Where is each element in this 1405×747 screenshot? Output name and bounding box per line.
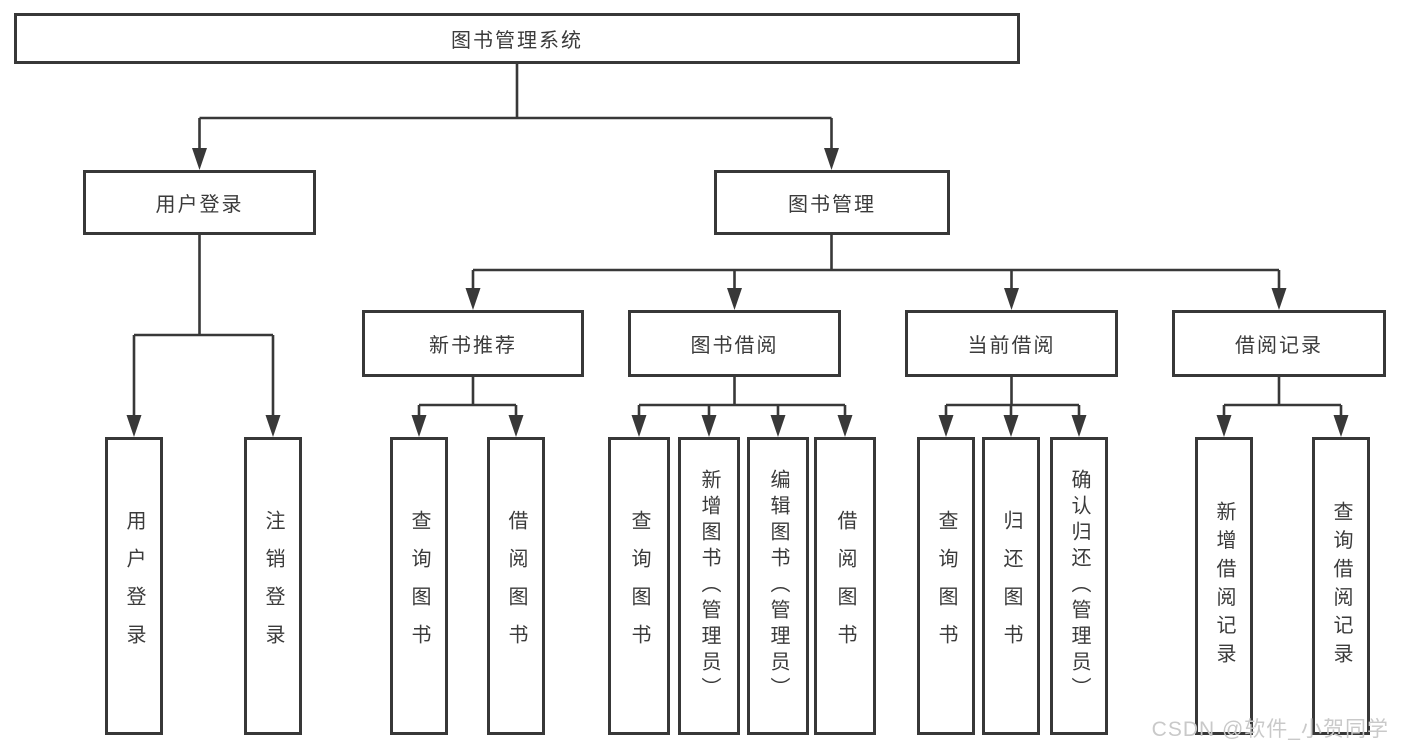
node-root-label: 图书管理系统	[451, 30, 583, 52]
leaf-bb-add-books-admin: 新增图书（管理员）	[678, 437, 740, 735]
leaf-user-login: 用户登录	[105, 437, 163, 735]
leaf-br-query-record-label: 查询借阅记录	[1330, 500, 1352, 672]
leaf-bb-borrow-books-label: 借阅图书	[834, 510, 856, 662]
leaf-cb-confirm-return-admin: 确认归还（管理员）	[1050, 437, 1108, 735]
leaf-cb-return-books-label: 归还图书	[1000, 510, 1022, 662]
node-new-book-recommendation: 新书推荐	[362, 310, 584, 377]
node-new-book-recommendation-label: 新书推荐	[429, 335, 517, 357]
leaf-cb-query-books-label: 查询图书	[935, 510, 957, 662]
node-book-borrowing: 图书借阅	[628, 310, 841, 377]
leaf-bb-edit-books-admin: 编辑图书（管理员）	[747, 437, 809, 735]
leaf-cb-return-books: 归还图书	[982, 437, 1040, 735]
node-book-borrowing-label: 图书借阅	[690, 335, 779, 357]
leaf-nb-borrow-books: 借阅图书	[487, 437, 545, 735]
leaf-br-add-record-label: 新增借阅记录	[1213, 500, 1235, 672]
leaf-cb-query-books: 查询图书	[917, 437, 975, 735]
leaf-bb-borrow-books: 借阅图书	[814, 437, 876, 735]
node-book-management: 图书管理	[714, 170, 950, 235]
leaf-cb-confirm-return-admin-label: 确认归还（管理员）	[1068, 469, 1090, 703]
node-current-borrowing-label: 当前借阅	[967, 335, 1056, 357]
leaf-user-login-label: 用户登录	[123, 510, 145, 662]
leaf-br-add-record: 新增借阅记录	[1195, 437, 1253, 735]
node-user-login-label: 用户登录	[155, 194, 244, 216]
leaf-bb-query-books-label: 查询图书	[628, 510, 650, 662]
leaf-bb-add-books-admin-label: 新增图书（管理员）	[698, 469, 720, 703]
csdn-watermark: CSDN @软件_小贺同学	[1151, 718, 1389, 741]
leaf-bb-edit-books-admin-label: 编辑图书（管理员）	[767, 469, 789, 703]
leaf-nb-query-books-label: 查询图书	[408, 510, 430, 662]
node-current-borrowing: 当前借阅	[905, 310, 1118, 377]
leaf-nb-query-books: 查询图书	[390, 437, 448, 735]
leaf-nb-borrow-books-label: 借阅图书	[505, 510, 527, 662]
leaf-br-query-record: 查询借阅记录	[1312, 437, 1370, 735]
node-book-management-label: 图书管理	[788, 194, 876, 216]
node-root: 图书管理系统	[14, 13, 1020, 64]
leaf-bb-query-books: 查询图书	[608, 437, 670, 735]
node-borrowing-records: 借阅记录	[1172, 310, 1386, 377]
leaf-logout-label: 注销登录	[262, 510, 284, 662]
node-borrowing-records-label: 借阅记录	[1235, 335, 1323, 357]
node-user-login: 用户登录	[83, 170, 316, 235]
leaf-logout: 注销登录	[244, 437, 302, 735]
